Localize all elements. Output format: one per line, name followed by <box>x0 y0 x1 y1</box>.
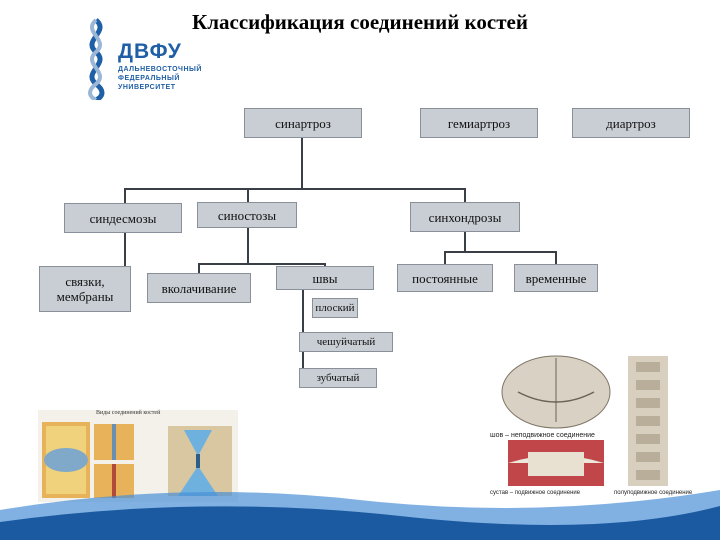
node-ploskiy: плоский <box>312 298 358 318</box>
page-title: Классификация соединений костей <box>192 10 528 34</box>
connector-to-shvy <box>324 263 326 266</box>
logo-line-1: ДАЛЬНЕВОСТОЧНЫЙ <box>118 66 202 73</box>
connector-horizontal-main <box>124 188 465 190</box>
caption-semi-movable: полуподвижное соединение <box>614 490 693 496</box>
logo-line-3: УНИВЕРСИТЕТ <box>118 84 176 91</box>
node-diartroz: диартроз <box>572 108 690 138</box>
node-vremennye: временные <box>514 264 598 292</box>
illustration-caption: Виды соединений костей <box>96 410 161 416</box>
connector-sinostozy-horizontal <box>198 263 325 265</box>
node-sindesmozy: синдесмозы <box>64 203 182 233</box>
node-cheshuychatyy: чешуйчатый <box>299 332 393 352</box>
caption-suture: шов – неподвижное соединение <box>490 432 595 439</box>
connector-sinkhondrozy-down <box>464 232 466 252</box>
node-vkolachivanie: вколачивание <box>147 273 251 303</box>
connector-to-sindesmozy <box>124 188 126 203</box>
node-svyazki: связки, мембраны <box>39 266 131 312</box>
node-gemiartroz: гемиартроз <box>420 108 538 138</box>
node-sinartroz: синартроз <box>244 108 362 138</box>
logo-brand: ДВФУ <box>118 40 182 63</box>
node-sinkhondrozy: синхондрозы <box>410 202 520 232</box>
bone-joints-illustration: шов – неподвижное соединение сустав – по… <box>488 352 702 500</box>
connector-sindesmozy-down <box>124 232 126 266</box>
node-postoyannye: постоянные <box>397 264 493 292</box>
connector-sinartroz-down <box>301 137 303 189</box>
joint-types-illustration: Виды соединений костей <box>38 410 238 502</box>
dna-helix-icon <box>88 18 105 100</box>
connector-to-postoyannye <box>444 251 446 264</box>
logo-line-2: ФЕДЕРАЛЬНЫЙ <box>118 75 180 82</box>
connector-to-sinostozy <box>247 188 249 202</box>
connector-to-vkolachivanie <box>198 263 200 273</box>
node-zubchatyy: зубчатый <box>299 368 377 388</box>
connector-sinkhondrozy-horizontal <box>444 251 556 253</box>
connector-to-vremennye <box>555 251 557 264</box>
connector-sinostozy-down <box>247 227 249 264</box>
dvfu-logo: ДВФУ ДАЛЬНЕВОСТОЧНЫЙ ФЕДЕРАЛЬНЫЙ УНИВЕРС… <box>74 18 204 100</box>
bottom-wave-decoration <box>0 490 720 540</box>
node-shvy: швы <box>276 266 374 290</box>
caption-joint: сустав – подвижное соединение <box>490 490 581 496</box>
node-sinostozy: синостозы <box>197 202 297 228</box>
connector-to-sinkhondrozy <box>464 188 466 202</box>
